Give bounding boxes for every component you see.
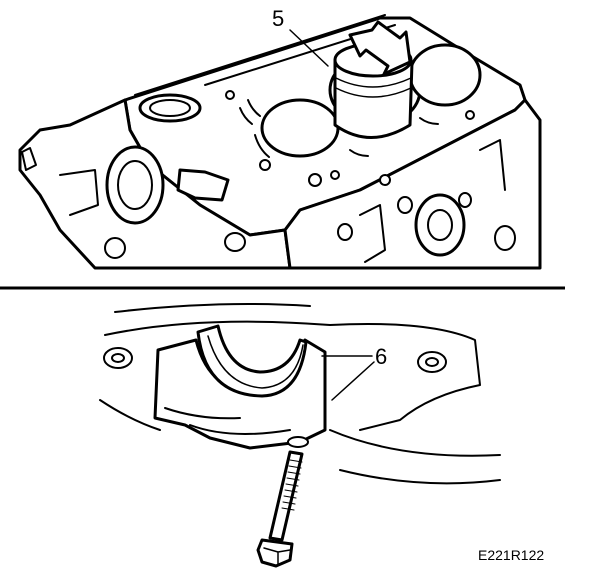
bolt-hole (225, 90, 235, 100)
cylinder-bore-1-inner (149, 99, 191, 117)
bolt-head (256, 538, 294, 568)
bolt-thread (281, 459, 303, 511)
right-side-hole-3 (458, 192, 472, 208)
piston-body (333, 58, 414, 139)
callout-leader-top (289, 29, 329, 67)
cylinder-bore-2 (260, 98, 340, 158)
cap-side-face-2 (189, 424, 291, 435)
bolt-hole-4 (379, 174, 391, 186)
block-underside-contour (104, 320, 481, 431)
water-jacket-slot (239, 107, 253, 125)
bearing-cap-view (99, 303, 501, 568)
water-jacket-slot-3 (349, 149, 369, 157)
right-side-pulley-inner (427, 209, 453, 241)
piston-ring-2 (335, 87, 412, 98)
front-lower-hole-2 (224, 232, 246, 252)
engine-block-view (18, 14, 542, 270)
deck-edge-line (134, 14, 386, 96)
callout-label-top: 5 (272, 6, 284, 31)
front-mount-ring-inner (117, 160, 153, 210)
right-side-web (359, 204, 386, 263)
bolt-hole-6 (308, 173, 322, 187)
callout-leader-bottom-2 (331, 361, 375, 401)
figure-code: E221R122 (478, 547, 544, 563)
bolt-hole-5 (465, 110, 475, 120)
cap-side-face (154, 349, 159, 419)
block-underside-contour-3 (114, 303, 311, 313)
right-side-web-2 (479, 139, 506, 191)
right-side-hole-4 (337, 223, 353, 241)
front-rib (59, 169, 99, 216)
right-side-hole (494, 225, 516, 251)
front-lower-hole (104, 237, 126, 259)
bearing-cap-bolt (256, 450, 304, 568)
callout-5-group: 5 (272, 6, 329, 67)
bolt-hole-3 (330, 170, 340, 180)
water-jacket-slot-2 (247, 99, 261, 117)
callout-6-group: 6 (321, 344, 387, 401)
bearing-shell-inner (207, 335, 304, 389)
bolt-head-facet (263, 547, 291, 565)
left-bolt-boss-hole (111, 353, 125, 363)
cap-bolt-hole (287, 436, 309, 448)
block-underside-contour-2 (99, 399, 161, 431)
block-underside-contour-5 (339, 469, 501, 485)
cap-side-face-3 (164, 407, 241, 420)
piston-ring (335, 77, 412, 88)
callout-label-bottom: 6 (375, 344, 387, 369)
block-underside-contour-4 (329, 429, 501, 457)
cylinder-bore-1 (138, 93, 202, 123)
water-jacket-slot-4 (419, 117, 439, 125)
bearing-shell (196, 324, 308, 398)
front-lug (21, 147, 37, 171)
front-mount-boss (176, 168, 230, 202)
water-jacket-slot-5 (254, 134, 270, 158)
right-bolt-boss-hole (425, 357, 439, 367)
right-side-hole-2 (397, 196, 413, 214)
bolt-hole-2 (259, 159, 271, 171)
cylinder-bore-4 (408, 43, 482, 107)
insertion-arrow (348, 20, 412, 76)
